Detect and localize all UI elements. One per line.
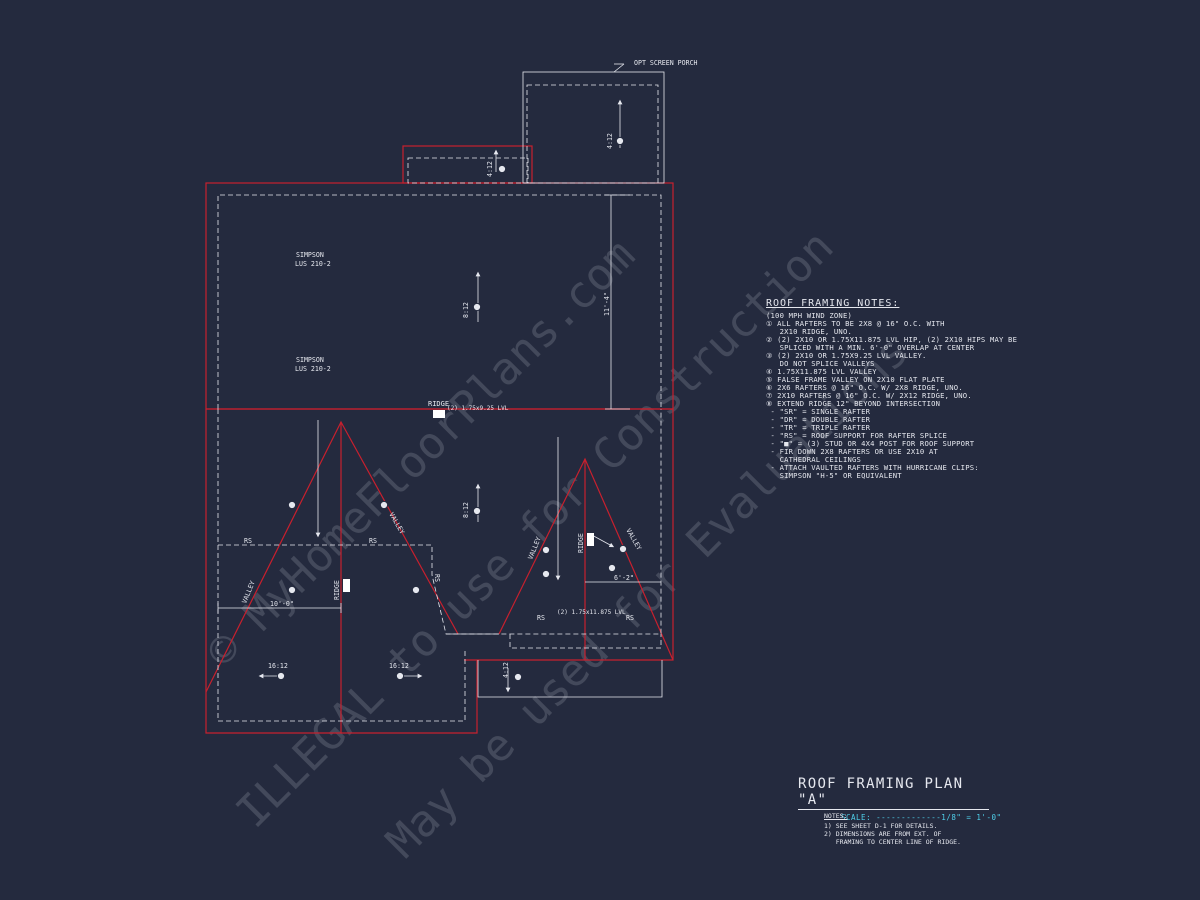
- porch-callout: OPT SCREEN PORCH: [634, 59, 698, 67]
- post-16-12-right: [395, 671, 405, 681]
- small-gable-edge: [402, 145, 533, 184]
- left-ridge-post: [343, 579, 350, 592]
- notes-list: (100 MPH WIND ZONE) ① ALL RAFTERS TO BE …: [766, 312, 1026, 480]
- pitch-lower: 8:12: [462, 502, 470, 518]
- screen-porch-outline: [522, 71, 665, 184]
- screen-porch-wall: [526, 84, 659, 184]
- dim-10-0: 10'-0": [270, 600, 294, 608]
- post-porch: [615, 136, 625, 146]
- lvl-label: (2) 1.75x11.875 LVL: [557, 609, 626, 616]
- plan-title: ROOF FRAMING PLAN "A": [798, 776, 989, 810]
- ridge-post: [433, 410, 445, 418]
- post-left-1: [287, 500, 297, 510]
- framing-outlines: [217, 63, 665, 722]
- rs-label-3: RS: [537, 614, 545, 622]
- note-line: ⑦ 2x10 RAFTERS @ 16" O.C. W/ 2x12 RIDGE,…: [766, 391, 972, 400]
- hanger-label-1: SIMPSON: [296, 251, 324, 259]
- pitch-16-12-left: 16:12: [268, 662, 288, 670]
- post-right-3: [618, 544, 628, 554]
- note-line: ② (2) 2x10 OR 1.75x11.875 LVL HIP, (2) 2…: [766, 335, 1018, 344]
- post-symbols: [276, 136, 628, 682]
- post-left-2: [379, 500, 389, 510]
- note-line: SIMPSON "H-5" OR EQUIVALENT: [766, 471, 902, 480]
- note-line: - "SR" = SINGLE RAFTER: [766, 407, 871, 416]
- post-lower-porch: [513, 672, 523, 682]
- note-line: ⑤ FALSE FRAME VALLEY ON 2x10 FLAT PLATE: [766, 375, 945, 384]
- bump-wall: [407, 157, 529, 184]
- ridge-label: RIDGE: [428, 400, 449, 408]
- rs-label-1: RS: [369, 537, 377, 545]
- note-line: CATHEDRAL CEILINGS: [766, 455, 862, 464]
- valley-label-4: VALLEY: [624, 527, 643, 552]
- rs-label-4: RS: [626, 614, 634, 622]
- hanger-label-4: LUS 210-2: [295, 365, 331, 373]
- note-line: ④ 1.75x11.875 LVL VALLEY: [766, 367, 877, 376]
- note-line: ③ (2) 2x10 OR 1.75x9.25 LVL VALLEY.: [766, 351, 927, 360]
- note-line: - "TR" = TRIPLE RAFTER: [766, 423, 871, 432]
- ridge-beam-label: (2) 1.75x9.25 LVL: [447, 405, 509, 412]
- rs-vertical: RS: [433, 574, 441, 582]
- note-line: ⑧ EXTEND RIDGE 12" BEYOND INTERSECTION: [766, 399, 941, 408]
- note-line: - ATTACH VAULTED RAFTERS WITH HURRICANE …: [766, 463, 979, 472]
- post-upper: [472, 302, 482, 312]
- ridge-vertical-right: RIDGE: [577, 533, 585, 553]
- rafter-arrows: [258, 99, 623, 693]
- rs-label-2: RS: [244, 537, 252, 545]
- left-wing-wall: [217, 545, 466, 722]
- note-line: 2x10 RIDGE, UNO.: [766, 327, 853, 336]
- notes-title: ROOF FRAMING NOTES:: [766, 298, 900, 309]
- post-bump: [497, 164, 507, 174]
- general-note-item: 2) DIMENSIONS ARE FROM EXT. OF: [824, 830, 942, 838]
- note-line: - "DR" = DOUBLE RAFTER: [766, 415, 871, 424]
- lower-porch-outline: [477, 660, 663, 698]
- note-line: - FIR DOWN 2x8 RAFTERS OR USE 2x10 AT: [766, 447, 939, 456]
- note-line: SPLICED WITH A MIN. 6'-0" OVERLAP AT CEN…: [766, 343, 975, 352]
- dim-6-2: 6'-2": [614, 574, 634, 582]
- title-block: ROOF FRAMING PLAN "A" SCALE: -----------…: [798, 776, 1058, 822]
- beam-posts: [343, 410, 594, 592]
- right-wing-wall: [509, 634, 662, 649]
- note-line: DO NOT SPLICE VALLEYS: [766, 359, 875, 368]
- porch-leader-2: [613, 63, 625, 73]
- pitch-upper: 8:12: [462, 302, 470, 318]
- general-note-item: FRAMING TO CENTER LINE OF RIDGE.: [824, 838, 961, 846]
- scale-label: SCALE: -------------1/8" = 1'-0": [841, 813, 1002, 822]
- pitch-porch: 4:12: [606, 133, 614, 149]
- note-line: ⑥ 2x6 RAFTERS @ 16" O.C. W/ 2x8 RIDGE, U…: [766, 383, 963, 392]
- post-right-4: [607, 563, 617, 573]
- pitch-lower-porch: 4:12: [502, 662, 510, 678]
- note-line: - "■" = (3) STUD OR 4x4 POST FOR ROOF SU…: [766, 439, 975, 448]
- dim-11-4: 11'-4": [603, 292, 611, 316]
- general-note-item: 1) SEE SHEET D-1 FOR DETAILS.: [824, 822, 938, 830]
- main-wall-upper: [217, 194, 662, 409]
- note-line: ① ALL RAFTERS TO BE 2x8 @ 16" O.C. WITH: [766, 319, 945, 328]
- roof-framing-notes: ROOF FRAMING NOTES: (100 MPH WIND ZONE) …: [766, 298, 1026, 480]
- hanger-label-3: SIMPSON: [296, 356, 324, 364]
- post-left-3: [287, 585, 297, 595]
- post-right-2: [541, 569, 551, 579]
- general-notes: NOTES: 1) SEE SHEET D-1 FOR DETAILS. 2) …: [824, 812, 961, 846]
- right-ridge-post: [587, 533, 594, 546]
- note-line: (100 MPH WIND ZONE): [766, 311, 853, 320]
- post-right-1: [541, 545, 551, 555]
- pitch-bump: 4:12: [486, 161, 494, 177]
- post-left-4: [411, 585, 421, 595]
- post-lower: [472, 506, 482, 516]
- valley-label-2: VALLEY: [387, 511, 406, 536]
- pitch-16-12-right: 16:12: [389, 662, 409, 670]
- hanger-label-2: LUS 210-2: [295, 260, 331, 268]
- post-16-12-left: [276, 671, 286, 681]
- ridge-vertical-left: RIDGE: [333, 580, 341, 600]
- note-line: - "RS" = ROOF SUPPORT FOR RAFTER SPLICE: [766, 431, 948, 440]
- general-notes-title: NOTES:: [824, 812, 848, 820]
